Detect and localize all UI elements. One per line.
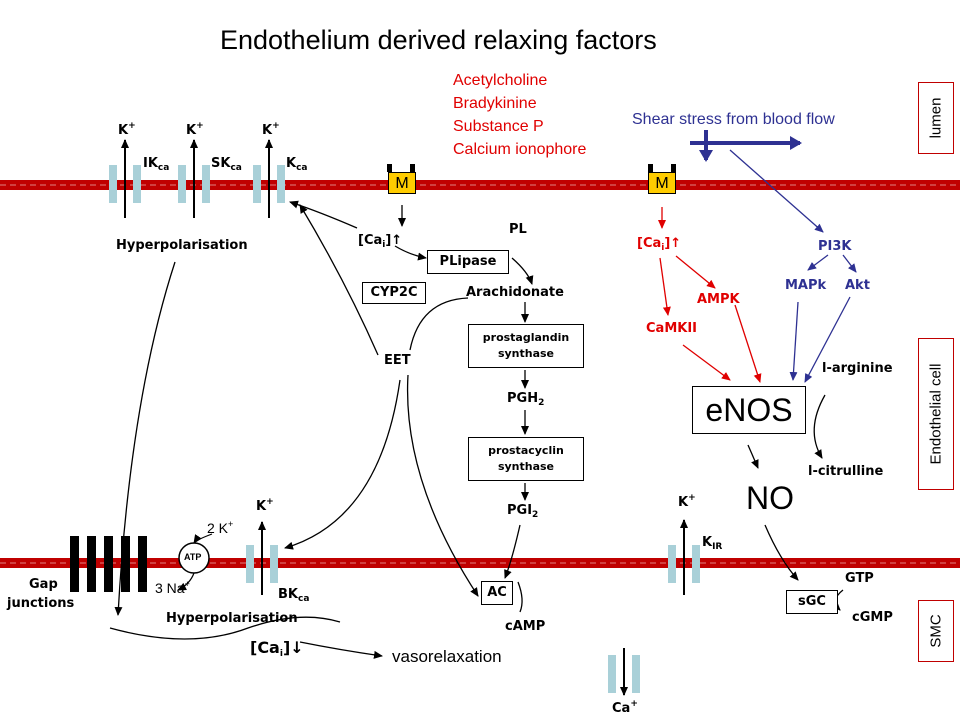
- cgmp-label: cGMP: [852, 610, 893, 625]
- gap-junctions-label-1: Gap: [29, 577, 58, 592]
- enos-box: eNOS: [692, 386, 806, 434]
- prostaglandin-synthase-text: prostaglandin synthase: [482, 331, 570, 360]
- ac-box: AC: [481, 581, 513, 605]
- cyp2c-box: CYP2C: [362, 282, 426, 304]
- page-title: Endothelium derived relaxing factors: [220, 25, 657, 55]
- gtp-label: GTP: [845, 571, 874, 586]
- no-label: NO: [746, 480, 794, 516]
- k-plus-label-2: K+: [186, 121, 204, 138]
- pi3k-label: PI3K: [818, 239, 852, 254]
- atp-label: ATP: [184, 552, 202, 562]
- eet-label: EET: [384, 353, 411, 368]
- akt-label: Akt: [845, 278, 870, 293]
- region-lumen-label: lumen: [927, 97, 945, 139]
- mapk-label: MAPk: [785, 278, 827, 293]
- k-plus-label-1: K+: [118, 121, 136, 138]
- plipase-box: PLipase: [427, 250, 509, 274]
- three-na-plus-label: 3 Na+: [155, 579, 190, 596]
- region-lumen: lumen: [918, 82, 954, 154]
- camkii-label: CaMKII: [646, 321, 697, 336]
- prostacyclin-synthase-box: prostacyclin synthase: [468, 437, 584, 481]
- pl-label: PL: [509, 222, 527, 237]
- skca-label: SKca: [211, 156, 242, 173]
- ca-plus-label: Ca+: [612, 699, 638, 716]
- agonist-substance-p: Substance P: [453, 118, 544, 135]
- atpase-pump: [177, 533, 213, 591]
- gap-junctions-label-2: junctions: [7, 596, 75, 611]
- kca-label: Kca: [286, 156, 308, 173]
- agonist-bradykinine: Bradykinine: [453, 95, 537, 112]
- bkca-label: BKca: [278, 587, 310, 604]
- prostaglandin-synthase-box: prostaglandin synthase: [468, 324, 584, 368]
- camp-label: cAMP: [505, 619, 546, 634]
- shear-stress-label: Shear stress from blood flow: [632, 111, 835, 128]
- region-endothelial-label: Endothelial cell: [927, 363, 945, 465]
- l-arginine-label: l-arginine: [822, 361, 893, 376]
- hyperpolarisation-bottom: Hyperpolarisation: [166, 611, 298, 626]
- pgi2-label: PGI2: [507, 503, 539, 520]
- agonist-calcium-ionophore: Calcium ionophore: [453, 141, 587, 158]
- region-smc-label: SMC: [927, 614, 945, 648]
- black-arrows: [109, 200, 844, 659]
- cai-up-left: [Cai]↑: [358, 233, 403, 250]
- channel-ik: [109, 139, 141, 218]
- k-plus-label-bk: K+: [256, 497, 274, 514]
- receptor-2-stems: [648, 164, 676, 172]
- muscarinic-receptor-1: M: [388, 172, 416, 194]
- prostacyclin-synthase-text: prostacyclin synthase: [488, 444, 564, 473]
- region-endothelial: Endothelial cell: [918, 338, 954, 490]
- ampk-label: AMPK: [697, 292, 740, 307]
- pgh2-label: PGH2: [507, 391, 545, 408]
- k-plus-label-3: K+: [262, 121, 280, 138]
- ikca-label: IKca: [143, 156, 170, 173]
- blue-arrows: [729, 149, 857, 383]
- cai-up-right: [Cai]↑: [637, 236, 682, 253]
- muscarinic-receptor-2: M: [648, 172, 676, 194]
- k-plus-label-kir: K+: [678, 493, 696, 510]
- endothelial-membrane: [0, 180, 960, 190]
- arachidonate-label: Arachidonate: [466, 285, 564, 300]
- sgc-box: sGC: [786, 590, 838, 614]
- channel-kca: [253, 139, 285, 218]
- receptor-1-stems: [387, 164, 415, 172]
- channel-ca: [608, 648, 640, 696]
- channel-kir: [668, 519, 700, 595]
- cai-down: [Cai]↓: [250, 638, 304, 659]
- two-k-plus-label: 2 K+: [207, 519, 234, 536]
- channel-sk: [178, 139, 210, 218]
- gap-junction-bars: [70, 536, 147, 592]
- kir-label: KIR: [702, 535, 723, 552]
- agonist-acetylcholine: Acetylcholine: [453, 72, 548, 89]
- vasorelaxation-label: vasorelaxation: [392, 647, 502, 666]
- channel-bk: [246, 521, 278, 595]
- hyperpolarisation-top: Hyperpolarisation: [116, 238, 248, 253]
- red-arrows: [658, 207, 762, 383]
- region-smc: SMC: [918, 600, 954, 662]
- l-citrulline-label: l-citrulline: [808, 464, 884, 479]
- smc-membrane: [0, 558, 960, 568]
